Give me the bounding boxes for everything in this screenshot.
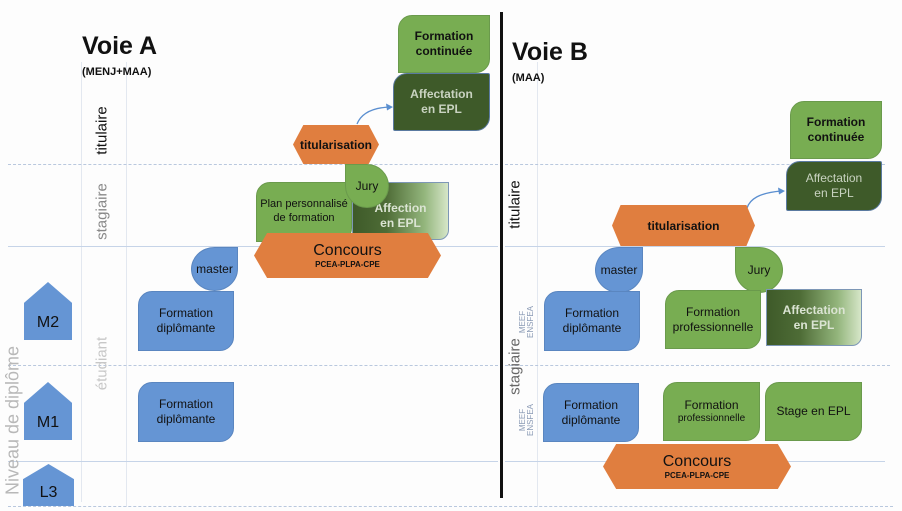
voie-a-master-label: master xyxy=(196,261,233,276)
grid-line-vertical xyxy=(126,62,127,507)
level-m1-badge: M1 xyxy=(24,382,72,440)
level-m1-label: M1 xyxy=(36,414,60,431)
voie-b-stage-epl: Stage en EPL xyxy=(765,382,862,441)
grid-line-stagiaire-b xyxy=(505,246,885,247)
voie-b-affectation-line1: Affectation xyxy=(805,171,863,185)
voie-a-fd-m1-line1: Formation xyxy=(158,397,214,411)
voie-b-titularisation: titularisation xyxy=(612,205,755,246)
voie-divider xyxy=(500,12,503,498)
voie-b-fd-m2-line2: diplômante xyxy=(562,321,622,335)
voie-a-title: Voie A xyxy=(82,32,158,60)
voie-b-jury: Jury xyxy=(735,247,783,293)
voie-a-arrow-icon xyxy=(356,103,393,125)
voie-a-fd-m1-line2: diplômante xyxy=(156,412,216,426)
voie-b-fp-m1-line1: Formation xyxy=(684,397,739,412)
voie-b-aff-m2-line1: Affectation xyxy=(782,302,846,317)
voie-a-formation-continuee-line2: continuée xyxy=(415,44,473,58)
voie-a-titularisation: titularisation xyxy=(293,125,379,164)
grid-line-m2-m1-a xyxy=(8,365,498,366)
voie-b-title: Voie B xyxy=(512,38,588,66)
voie-b-formation-continuee-line2: continuée xyxy=(807,130,865,144)
grid-line-bottom xyxy=(8,506,893,507)
voie-b-fd-m2-line1: Formation xyxy=(564,306,620,320)
voie-b-fp-m2-line2: professionnelle xyxy=(672,319,754,334)
voie-a-affection-line1: Affection xyxy=(374,201,427,215)
voie-a-master: master xyxy=(191,247,238,291)
axis-label-niveau: Niveau de diplôme xyxy=(2,345,23,496)
voie-a-concours: Concours PCEA-PLPA-CPE xyxy=(254,233,441,278)
voie-a-affectation-line2: en EPL xyxy=(421,102,462,116)
row-label-titulaire-a: titulaire xyxy=(93,106,111,155)
row-label-stagiaire-a: stagiaire xyxy=(93,183,111,240)
voie-b-affectation-line2: en EPL xyxy=(814,186,854,200)
meef-label-m2-line2: ENSFEA xyxy=(526,306,535,339)
voie-b-stage-label: Stage en EPL xyxy=(776,404,851,418)
voie-a-jury-label: Jury xyxy=(355,178,379,193)
voie-b-aff-m2-line2: en EPL xyxy=(793,317,835,332)
voie-b-formation-continuee-line1: Formation xyxy=(806,115,866,129)
level-l3-label: L3 xyxy=(39,484,58,501)
voie-b-master-label: master xyxy=(600,262,638,277)
row-label-etudiant-a: étudiant xyxy=(93,336,111,391)
voie-a-jury: Jury xyxy=(345,164,389,208)
voie-a-formation-continuee-line1: Formation xyxy=(414,29,474,43)
voie-b-concours-sub: PCEA-PLPA-CPE xyxy=(664,471,730,480)
voie-b-jury-label: Jury xyxy=(747,262,771,277)
level-m2-badge: M2 xyxy=(24,282,72,340)
voie-b-master: master xyxy=(595,247,643,293)
voie-b-fd-m1-line1: Formation xyxy=(563,397,619,412)
grid-line-titulaire-b xyxy=(505,164,885,165)
level-l3-badge: L3 xyxy=(23,464,74,506)
voie-a-subtitle: (MENJ+MAA) xyxy=(82,66,152,78)
row-label-titulaire-b: titulaire xyxy=(506,180,524,229)
voie-b-concours-title: Concours xyxy=(662,453,732,470)
voie-a-concours-sub: PCEA-PLPA-CPE xyxy=(315,260,380,269)
voie-b-concours: Concours PCEA-PLPA-CPE xyxy=(603,444,791,489)
voie-a-titularisation-label: titularisation xyxy=(299,137,372,152)
voie-b-arrow-icon xyxy=(746,187,785,209)
voie-a-fd-m2-line2: diplômante xyxy=(156,321,216,335)
voie-a-fd-m2-line1: Formation xyxy=(158,306,214,320)
voie-a-concours-title: Concours xyxy=(313,242,382,259)
voie-a-plan-line2: de formation xyxy=(273,212,335,224)
grid-line-stagiaire-etudiant-a xyxy=(8,246,498,247)
grid-line-vertical xyxy=(537,62,538,507)
meef-label-m1-line2: ENSFEA xyxy=(526,404,535,437)
voie-a-affection-line2: en EPL xyxy=(380,216,421,230)
grid-line-m2-m1-b xyxy=(505,365,890,366)
voie-b-fp-m1-line2: professionnelle xyxy=(677,412,746,424)
grid-line-m1-l3-a xyxy=(8,461,498,462)
voie-b-fd-m1-line2: diplômante xyxy=(561,412,621,427)
grid-line-vertical xyxy=(81,62,82,502)
voie-b-fp-m2-line1: Formation xyxy=(685,304,741,319)
voie-b-titularisation-label: titularisation xyxy=(647,218,720,233)
grid-line-titulaire-stagiaire-a xyxy=(8,164,498,165)
level-m2-label: M2 xyxy=(36,314,60,331)
voie-b-subtitle: (MAA) xyxy=(512,72,545,84)
voie-a-plan-line1: Plan personnalisé xyxy=(260,198,348,211)
voie-a-affectation-line1: Affectation xyxy=(410,87,473,101)
